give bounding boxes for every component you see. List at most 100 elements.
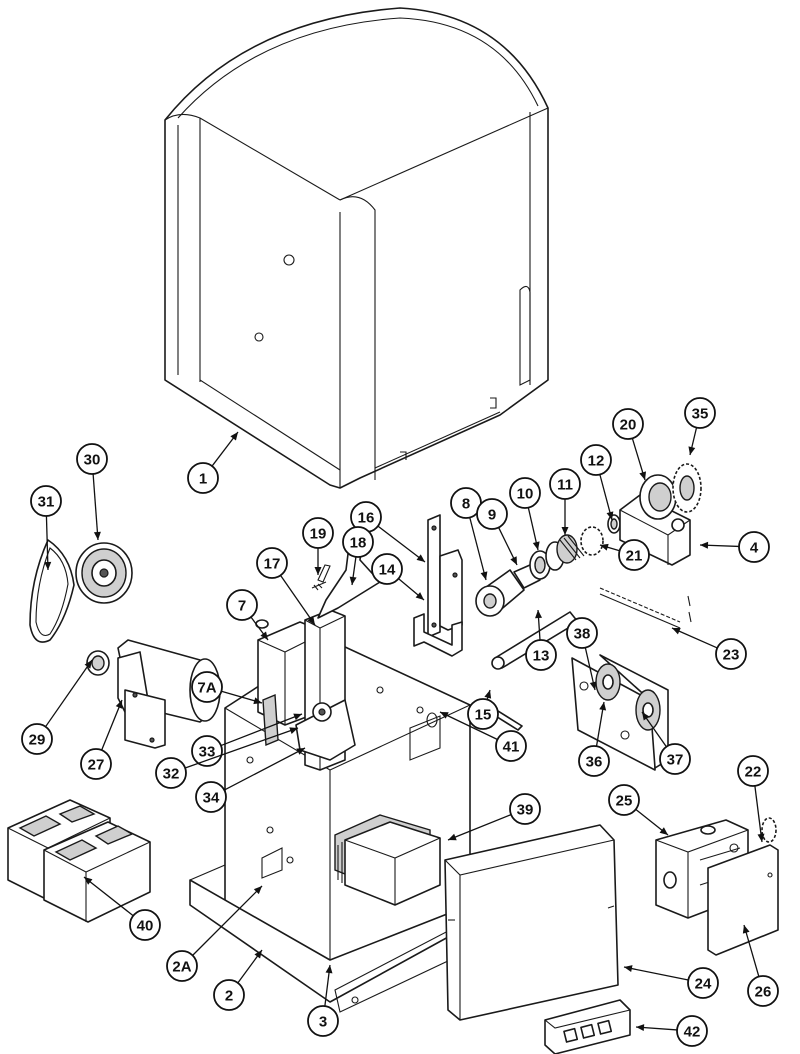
leader-line xyxy=(743,924,760,977)
leader-arrowhead xyxy=(93,531,101,540)
callout-17: 17 xyxy=(256,547,316,626)
bearing-housing xyxy=(619,474,691,566)
leader-line xyxy=(92,473,99,541)
callout-12: 12 xyxy=(580,444,614,521)
callout-label: 27 xyxy=(88,757,105,774)
callout-7a: 7A xyxy=(191,671,263,705)
callout-39: 39 xyxy=(447,793,541,841)
callout-circle xyxy=(549,468,581,500)
callout-21: 21 xyxy=(599,539,650,571)
callout-label: 14 xyxy=(379,562,396,579)
callout-circle xyxy=(226,589,258,621)
u-bracket xyxy=(413,613,463,657)
callout-35: 35 xyxy=(684,397,716,456)
callout-10: 10 xyxy=(509,477,541,551)
callout-label: 7 xyxy=(238,598,246,615)
leader-arrowhead xyxy=(325,965,333,974)
callout-29: 29 xyxy=(21,659,93,755)
callout-13: 13 xyxy=(525,609,557,671)
callout-7: 7 xyxy=(226,589,269,641)
leader-line xyxy=(101,699,123,751)
leader-line xyxy=(671,627,718,649)
callout-label: 40 xyxy=(137,918,154,935)
callout-11: 11 xyxy=(549,468,581,535)
callout-circle xyxy=(467,698,499,730)
leader-arrowhead xyxy=(700,541,709,549)
callout-circle xyxy=(307,1005,339,1037)
callout-label: 32 xyxy=(163,766,180,783)
callout-circle xyxy=(129,909,161,941)
small-pulley xyxy=(86,650,110,676)
electric-motor xyxy=(117,639,221,749)
transformer-core xyxy=(334,814,441,906)
leader-arrowhead xyxy=(416,554,425,562)
leader-arrowhead xyxy=(44,561,52,570)
leader-arrowhead xyxy=(253,886,262,895)
callout-label: 25 xyxy=(616,793,633,810)
callout-label: 37 xyxy=(667,752,684,769)
leader-arrowhead xyxy=(307,616,315,625)
large-pulley xyxy=(75,542,133,604)
leader-arrowhead xyxy=(742,925,750,934)
callout-41: 41 xyxy=(439,711,527,762)
callout-22: 22 xyxy=(737,755,769,843)
leader-line xyxy=(623,966,689,981)
callout-circle xyxy=(191,671,223,703)
callout-circle xyxy=(608,784,640,816)
callout-label: 21 xyxy=(626,548,643,565)
leader-arrowhead xyxy=(757,833,765,842)
callout-18: 18 xyxy=(342,526,374,586)
large-sprocket xyxy=(672,463,702,513)
leader-arrowhead xyxy=(314,567,322,575)
mounting-plate xyxy=(427,514,463,638)
leader-arrowhead xyxy=(84,660,92,669)
callout-circle xyxy=(80,748,112,780)
leader-arrowhead xyxy=(296,748,305,755)
callout-label: 36 xyxy=(586,754,603,771)
callout-32: 32 xyxy=(155,727,299,789)
callout-label: 2 xyxy=(225,988,233,1005)
callout-label: 8 xyxy=(462,496,470,513)
callout-label: 35 xyxy=(692,406,709,423)
callout-circle xyxy=(495,730,527,762)
leader-arrowhead xyxy=(440,712,449,719)
leader-arrowhead xyxy=(293,713,302,721)
leader-arrowhead xyxy=(600,543,609,551)
callout-label: 7A xyxy=(197,680,216,697)
callout-circle xyxy=(371,553,403,585)
callout-circle xyxy=(155,757,187,789)
callout-circle xyxy=(342,526,374,558)
gear-shaft-assembly xyxy=(475,530,603,617)
leader-arrowhead xyxy=(260,631,268,640)
leader-line xyxy=(220,713,303,747)
callout-circle xyxy=(738,531,770,563)
chain xyxy=(599,587,692,629)
callout-circle xyxy=(737,755,769,787)
callout-label: 10 xyxy=(517,486,534,503)
callout-label: 3 xyxy=(319,1014,327,1031)
callout-circle xyxy=(578,745,610,777)
callout-circle xyxy=(30,485,62,517)
callout-16: 16 xyxy=(350,501,426,563)
leader-line xyxy=(45,515,49,571)
leader-arrowhead xyxy=(289,727,298,734)
screw xyxy=(311,581,327,591)
callout-label: 24 xyxy=(695,976,712,993)
callout-circle xyxy=(747,975,779,1007)
housing-cover xyxy=(164,7,549,489)
callout-label: 12 xyxy=(588,453,605,470)
callout-label: 22 xyxy=(745,764,762,781)
callout-circle xyxy=(166,950,198,982)
leader-arrowhead xyxy=(535,610,543,619)
callout-circle xyxy=(618,539,650,571)
callout-label: 19 xyxy=(310,526,327,543)
callout-24: 24 xyxy=(623,965,719,999)
leader-line xyxy=(224,747,306,791)
callout-circle xyxy=(676,1015,708,1047)
upright-bracket xyxy=(295,537,381,771)
leader-arrowhead xyxy=(642,712,650,721)
callout-label: 16 xyxy=(358,510,375,527)
callout-20: 20 xyxy=(612,408,647,481)
leader-arrowhead xyxy=(532,541,540,550)
